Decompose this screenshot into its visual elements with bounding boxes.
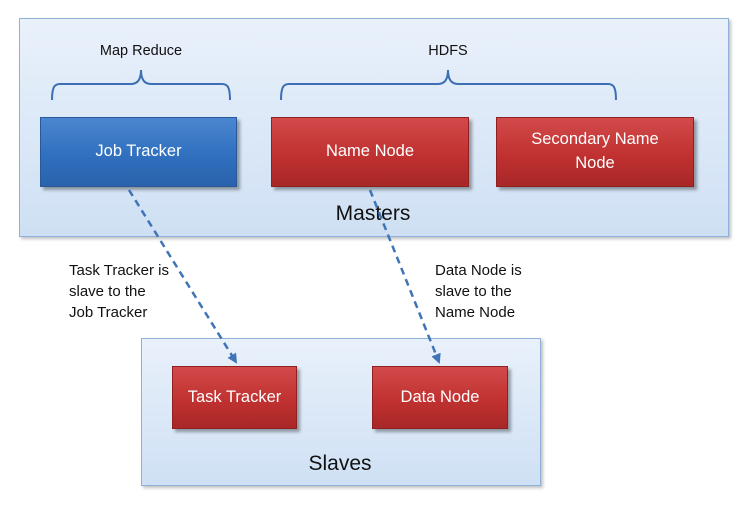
data-node: Data Node — [372, 366, 508, 429]
name-node-label: Name Node — [325, 142, 415, 161]
slaves-label: Slaves — [308, 452, 372, 475]
task-tracker-node: Task Tracker — [172, 366, 297, 429]
name-node: Name Node — [271, 117, 469, 187]
hdfs-group-label: HDFS — [428, 43, 468, 59]
data-node-label: Data Node — [400, 387, 480, 406]
map-reduce-group-label: Map Reduce — [99, 43, 183, 59]
job-tracker-node: Job Tracker — [40, 117, 237, 187]
secondary-name-node: Secondary Name Node — [496, 117, 694, 187]
job-tracker-label: Job Tracker — [95, 142, 182, 161]
masters-label: Masters — [335, 202, 411, 225]
task-tracker-note: Task Tracker is slave to the Job Tracker — [69, 262, 170, 321]
data-node-note: Data Node is slave to the Name Node — [435, 262, 522, 321]
task-tracker-label: Task Tracker — [187, 387, 282, 406]
secondary-name-node-label: Secondary Name Node — [531, 130, 659, 172]
